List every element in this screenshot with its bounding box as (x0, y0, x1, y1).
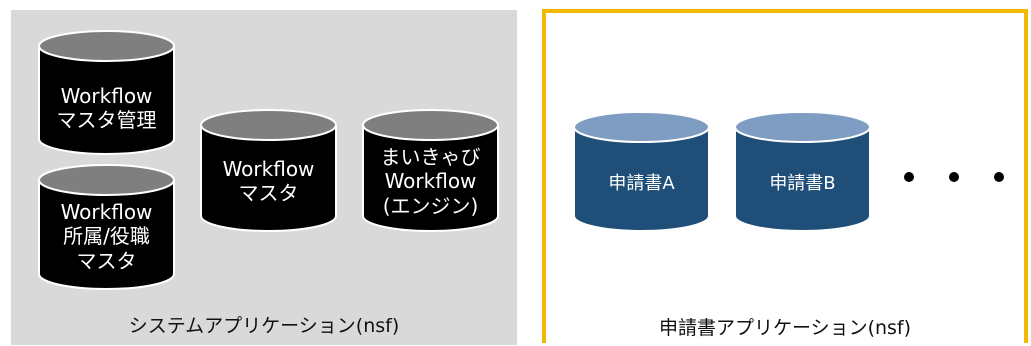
form-panel-caption: 申請書アプリケーション(nsf) (658, 317, 912, 339)
db-cylinder-shape (573, 111, 710, 232)
db-cylinder-shape (38, 164, 175, 290)
db-workflow-affiliation-master: Workflow 所属/役職 マスタ (38, 164, 175, 290)
db-label-line: Workflow (60, 200, 153, 224)
db-workflow-master-admin: Workflow マスタ管理 (38, 30, 175, 155)
db-label-line: 所属/役職 (63, 224, 150, 249)
ellipsis-dot (949, 172, 959, 182)
db-form-a: 申請書A (573, 111, 710, 232)
db-cylinder-shape (734, 111, 871, 232)
db-cylinder-shape (362, 109, 499, 232)
db-label-line: (エンジン) (382, 193, 479, 218)
db-label-line: マスタ (238, 181, 299, 206)
db-label-line: 申請書A (608, 173, 675, 194)
db-form-b: 申請書B (734, 111, 871, 232)
db-cylinder-shape (38, 30, 175, 155)
db-cylinder-shape (200, 109, 337, 232)
db-workflow-master: Workflow マスタ (200, 109, 337, 232)
ellipsis-dot (904, 172, 914, 182)
db-label-line: 申請書B (769, 173, 836, 194)
db-label-line: Workflow (60, 84, 153, 108)
db-label-line: マスタ (76, 248, 137, 273)
db-label-line: Workflow (222, 157, 315, 181)
ellipsis-dot (994, 172, 1004, 182)
db-label-line: Workflow (384, 169, 477, 194)
db-maicabi-workflow-engine: まいきゃび Workflow (エンジン) (362, 109, 499, 232)
db-label-line: マスタ管理 (56, 108, 157, 133)
db-label-line: まいきゃび (380, 145, 481, 169)
system-panel-caption: システムアプリケーション(nsf) (128, 315, 400, 337)
